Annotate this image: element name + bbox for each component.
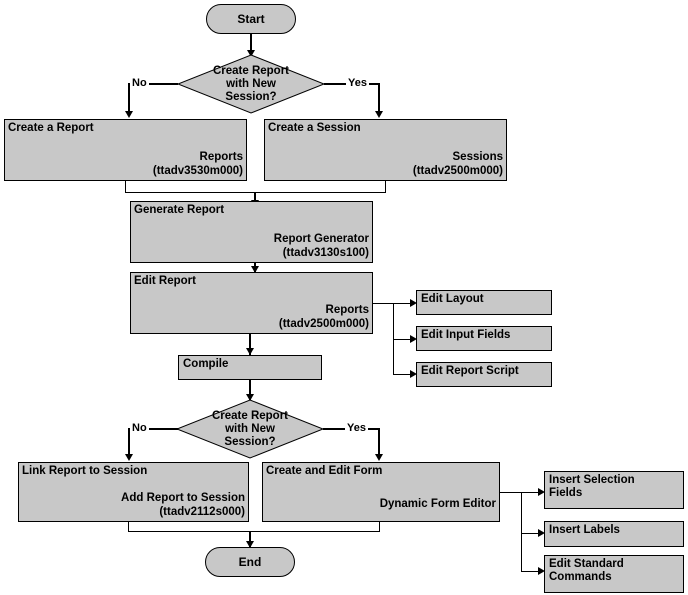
- connector-create-form-down: [379, 522, 380, 532]
- connector-merge-to-end: [249, 531, 251, 547]
- generate-report-code: (ttadv3130s100): [282, 247, 369, 259]
- edit-layout-label: Edit Layout: [421, 293, 484, 305]
- edge-label-decision2-yes: Yes: [345, 422, 368, 434]
- connector-merge-end-horizontal: [128, 531, 380, 532]
- create-a-report-code: (ttadv3530m000): [152, 165, 243, 177]
- edit-report-code: (ttadv2500m000): [278, 318, 369, 330]
- connector-to-edit-standard-commands: [521, 571, 543, 572]
- diamond-shape-1: [177, 54, 325, 114]
- link-report-to-session-code: (ttadv2112s000): [159, 506, 245, 518]
- node-edit-report[interactable]: Edit Report Reports (ttadv2500m000): [130, 272, 373, 334]
- connector-to-insert-selection-fields: [521, 492, 543, 493]
- connector-edit-report-branch-stub: [373, 303, 394, 304]
- arrowhead-edit-report-script: [410, 370, 417, 378]
- connector-decision1-no-horizontal: [128, 83, 178, 85]
- node-insert-selection-fields[interactable]: Insert Selection Fields: [544, 471, 684, 509]
- connector-edit-to-compile: [249, 334, 251, 356]
- create-a-session-title: Create a Session: [268, 122, 361, 134]
- node-compile[interactable]: Compile: [178, 355, 322, 380]
- node-generate-report[interactable]: Generate Report Report Generator (ttadv3…: [130, 201, 373, 263]
- create-and-edit-form-session: Dynamic Form Editor: [380, 497, 496, 511]
- edge-label-decision1-no: No: [130, 77, 149, 89]
- node-edit-standard-commands[interactable]: Edit Standard Commands: [544, 555, 684, 593]
- edit-report-session: Reports (ttadv2500m000): [279, 303, 369, 331]
- insert-selection-fields-label: Insert Selection Fields: [549, 474, 635, 500]
- edge-label-decision2-no: No: [130, 422, 149, 434]
- arrowhead-insert-selection-fields: [538, 488, 545, 496]
- link-report-to-session-session-name: Add Report to Session: [121, 492, 245, 504]
- arrowhead-create-a-session: [375, 111, 383, 118]
- connector-compile-to-decision2: [249, 380, 251, 400]
- node-insert-labels[interactable]: Insert Labels: [544, 521, 684, 547]
- connector-merge-to-generate: [254, 192, 256, 204]
- connector-start-to-decision1: [250, 34, 252, 52]
- link-report-to-session-title: Link Report to Session: [22, 465, 148, 477]
- create-a-report-session-name: Reports: [199, 151, 243, 163]
- generate-report-title: Generate Report: [134, 204, 225, 216]
- node-decision-1[interactable]: Create Report with New Session?: [177, 54, 325, 114]
- connector-decision2-no-vertical: [128, 428, 130, 458]
- arrowhead-edit-standard-commands: [538, 567, 545, 575]
- arrowhead-create-a-report: [125, 111, 133, 118]
- connector-to-edit-layout: [393, 303, 415, 304]
- create-a-report-title: Create a Report: [8, 122, 94, 134]
- create-a-report-session: Reports (ttadv3530m000): [153, 150, 243, 178]
- create-a-session-session-name: Sessions: [452, 151, 504, 163]
- arrowhead-end: [246, 541, 254, 548]
- connector-decision1-yes-vertical: [378, 83, 380, 113]
- edit-report-title: Edit Report: [134, 275, 196, 287]
- link-report-to-session-session: Add Report to Session (ttadv2112s000): [121, 491, 245, 519]
- connector-create-session-down: [385, 181, 386, 193]
- arrowhead-compile: [246, 348, 254, 355]
- create-a-session-session: Sessions (ttadv2500m000): [413, 150, 503, 178]
- connector-decision2-no-horizontal: [128, 428, 178, 430]
- node-start[interactable]: Start: [206, 4, 296, 34]
- edit-input-fields-label: Edit Input Fields: [421, 329, 511, 341]
- connector-to-edit-input-fields: [393, 339, 415, 340]
- node-edit-input-fields[interactable]: Edit Input Fields: [416, 326, 552, 351]
- insert-selection-fields-line1: Insert Selection: [549, 474, 635, 486]
- arrowhead-edit-input-fields: [410, 335, 417, 343]
- edit-standard-commands-label: Edit Standard Commands: [549, 558, 624, 584]
- connector-create-report-down: [125, 181, 126, 193]
- arrowhead-decision1: [247, 50, 255, 57]
- diamond-shape-2: [176, 399, 324, 459]
- node-decision-2[interactable]: Create Report with New Session?: [176, 399, 324, 459]
- arrowhead-edit-layout: [410, 299, 417, 307]
- connector-to-insert-labels: [521, 533, 543, 534]
- connector-decision2-yes-vertical: [378, 428, 380, 458]
- edit-report-session-name: Reports: [325, 304, 369, 316]
- node-link-report-to-session[interactable]: Link Report to Session Add Report to Ses…: [18, 462, 249, 522]
- arrowhead-insert-labels: [538, 529, 545, 537]
- compile-label: Compile: [183, 358, 229, 370]
- node-create-a-report[interactable]: Create a Report Reports (ttadv3530m000): [4, 119, 247, 181]
- generate-report-session-name: Report Generator: [273, 233, 369, 245]
- connector-decision1-no-vertical: [128, 83, 130, 113]
- insert-labels-label: Insert Labels: [549, 524, 620, 536]
- node-start-label: Start: [237, 12, 265, 26]
- node-end[interactable]: End: [205, 547, 295, 577]
- connector-link-report-down: [128, 522, 129, 532]
- create-a-session-code: (ttadv2500m000): [412, 165, 503, 177]
- node-create-a-session[interactable]: Create a Session Sessions (ttadv2500m000…: [264, 119, 507, 181]
- edit-report-script-label: Edit Report Script: [421, 365, 519, 377]
- insert-selection-fields-line2: Fields: [549, 487, 583, 499]
- connector-form-branch-stub: [500, 492, 522, 493]
- create-and-edit-form-title: Create and Edit Form: [266, 465, 383, 477]
- create-and-edit-form-session-name: Dynamic Form Editor: [379, 498, 496, 510]
- arrowhead-decision2: [246, 394, 254, 401]
- arrowhead-edit-report: [251, 266, 259, 273]
- connector-form-branch-trunk: [521, 492, 522, 572]
- edge-label-decision1-yes: Yes: [346, 77, 369, 89]
- arrowhead-create-and-edit-form: [375, 454, 383, 461]
- node-edit-report-script[interactable]: Edit Report Script: [416, 362, 552, 387]
- generate-report-session: Report Generator (ttadv3130s100): [274, 232, 369, 260]
- arrowhead-link-report-to-session: [125, 454, 133, 461]
- node-edit-layout[interactable]: Edit Layout: [416, 290, 552, 315]
- node-end-label: End: [238, 555, 262, 569]
- edit-standard-commands-line1: Edit Standard: [549, 558, 624, 570]
- edit-standard-commands-line2: Commands: [549, 571, 612, 583]
- connector-to-edit-report-script: [393, 374, 415, 375]
- node-create-and-edit-form[interactable]: Create and Edit Form Dynamic Form Editor: [262, 462, 500, 522]
